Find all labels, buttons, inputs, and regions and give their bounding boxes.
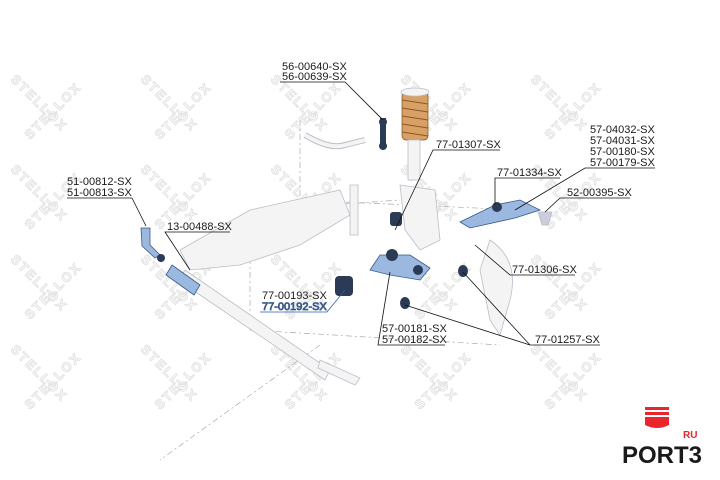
- part-label[interactable]: 51-00812-SX: [67, 176, 132, 188]
- part-label[interactable]: 57-00181-SX: [382, 323, 447, 335]
- steering-knuckle: [479, 239, 513, 336]
- part-labels: 56-00640-SX 56-00639-SX 77-01307-SX 57-0…: [67, 61, 655, 346]
- part-label[interactable]: 57-00180-SX: [590, 146, 655, 158]
- part-label[interactable]: 56-00639-SX: [282, 71, 347, 83]
- part-label[interactable]: 13-00488-SX: [167, 221, 232, 233]
- part-label[interactable]: 77-01257-SX: [535, 334, 600, 346]
- part-label[interactable]: 57-04032-SX: [590, 124, 655, 136]
- part-label[interactable]: 77-00193-SX: [262, 290, 327, 302]
- coil-spring-strut: [399, 87, 441, 251]
- part-label[interactable]: 57-04031-SX: [590, 135, 655, 147]
- stabilizer-bar: [303, 132, 366, 150]
- upper-control-arm: [459, 199, 542, 229]
- part-label[interactable]: 52-00395-SX: [567, 187, 632, 199]
- logo-text: PORT3: [622, 442, 702, 469]
- steering-rack: [165, 264, 361, 386]
- tie-rod-end: [140, 227, 165, 262]
- leader-lines: [67, 81, 655, 346]
- part-label[interactable]: 77-01306-SX: [512, 264, 577, 276]
- port3-logo: PORT3 RU: [622, 407, 702, 469]
- stabilizer-link: [379, 118, 387, 150]
- part-label-link[interactable]: 77-00192-SX: [262, 301, 328, 314]
- logo-suffix: RU: [683, 430, 697, 441]
- part-label[interactable]: 51-00813-SX: [67, 187, 132, 199]
- lower-control-arm: [369, 249, 431, 281]
- part-label[interactable]: 77-01334-SX: [497, 167, 562, 179]
- part-label[interactable]: 57-00179-SX: [590, 157, 655, 169]
- subframe: [179, 184, 359, 271]
- part-label[interactable]: 77-01307-SX: [436, 139, 501, 151]
- ball-joint: [537, 211, 553, 226]
- part-label[interactable]: 56-00640-SX: [282, 61, 347, 73]
- part-label[interactable]: 57-00182-SX: [382, 334, 447, 346]
- piston-icon: [645, 407, 669, 428]
